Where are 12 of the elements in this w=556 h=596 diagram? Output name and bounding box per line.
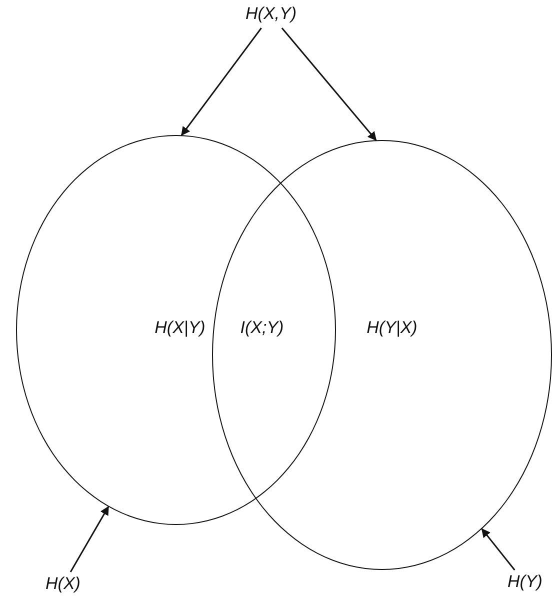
region-label: I(X;Y) [239,318,285,338]
region-label: H(X|Y) [154,318,206,338]
set-ellipse [16,135,336,525]
entropy-label: H(Y) [502,572,548,592]
entropy-label: H(X) [40,574,86,594]
arrow [180,28,262,136]
region-label: H(Y|X) [366,318,418,338]
arrow [281,28,377,141]
entropy-label: H(X,Y) [240,4,302,24]
set-ellipse [212,140,552,570]
arrow [70,506,110,572]
arrow [481,528,516,570]
